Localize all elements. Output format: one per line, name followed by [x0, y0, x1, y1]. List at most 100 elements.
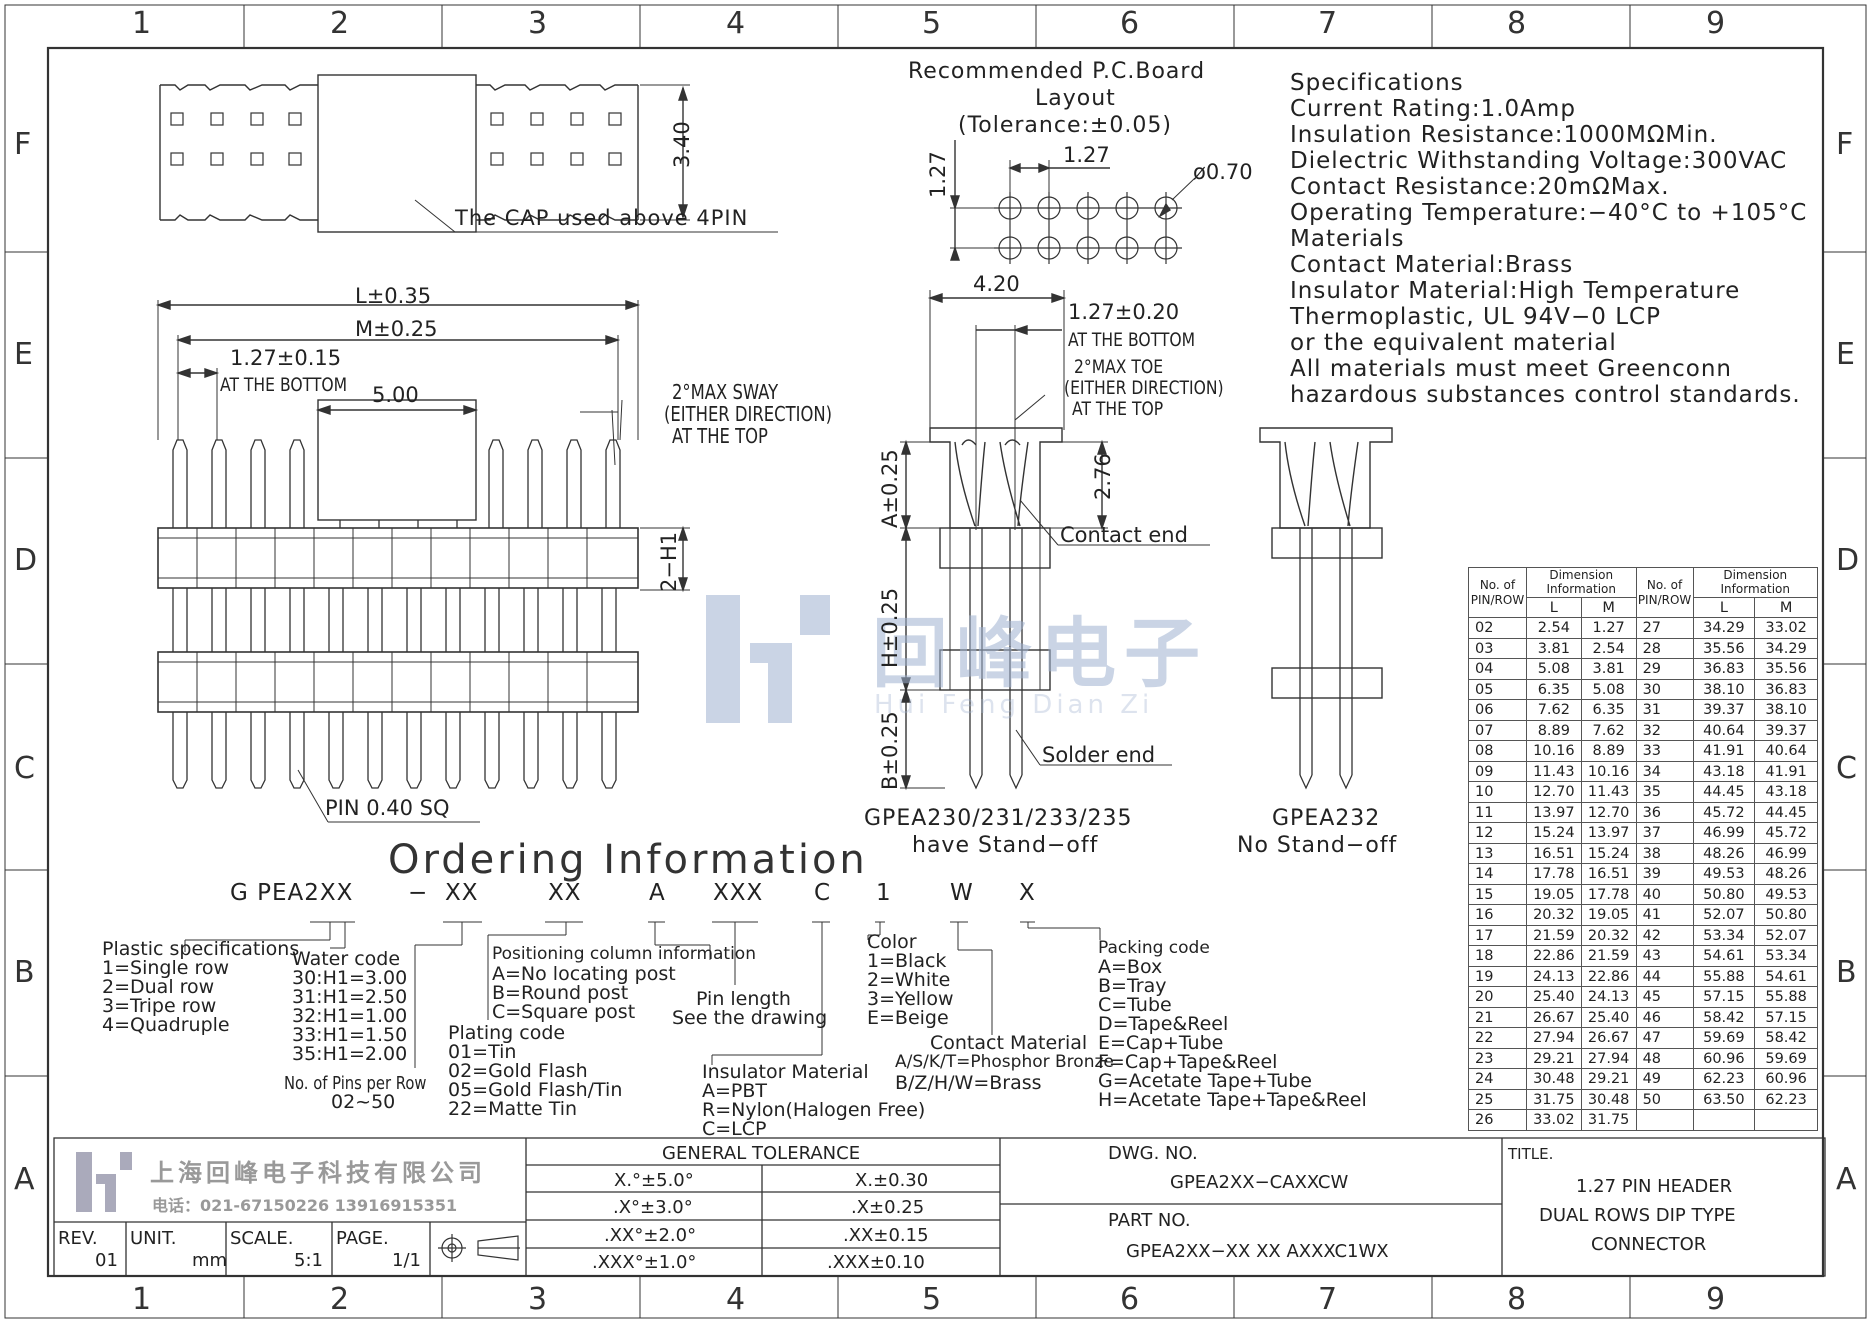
color-1: 1=Black: [867, 950, 947, 972]
table-cell: 48: [1635, 1047, 1694, 1070]
table-cell: 33.02: [1754, 617, 1818, 639]
table-cell: 15.24: [1580, 842, 1637, 865]
table-cell: 2.54: [1580, 637, 1637, 660]
table-cell: 11.43: [1580, 781, 1637, 803]
table-cell: 40.64: [1754, 740, 1818, 762]
table-cell: 22: [1468, 1027, 1527, 1049]
pcb-pitch-vertical: 1.27: [926, 151, 950, 198]
insulator-2: R=Nylon(Halogen Free): [702, 1099, 926, 1121]
plastic-1: 1=Single row: [102, 957, 230, 979]
zone-col-4: 4: [726, 6, 746, 41]
table-cell: 35.56: [1754, 658, 1818, 680]
spec-line-11: All materials must meet Greenconn: [1290, 356, 1732, 382]
table-cell: 24.13: [1525, 965, 1582, 988]
insulator-3: C=LCP: [702, 1118, 767, 1140]
side-toe-3: AT THE TOP: [1072, 398, 1164, 420]
tolerance-title: GENERAL TOLERANCE: [662, 1143, 861, 1164]
table-cell: 11.43: [1525, 760, 1582, 783]
code-part-9: X: [1019, 880, 1036, 906]
spec-line-2: Insulation Resistance:1000MΩMin.: [1290, 122, 1718, 148]
table-cell: 43.18: [1754, 781, 1818, 803]
header-pin-row-2: PIN/ROW: [1637, 592, 1692, 607]
company-name: 上海回峰电子科技有限公司: [150, 1159, 486, 1187]
table-cell: 36: [1635, 801, 1694, 824]
side-toe-2: (EITHER DIRECTION): [1064, 377, 1224, 399]
table-cell: [1692, 1109, 1756, 1131]
zone-col-3-bottom: 3: [528, 1282, 548, 1317]
packing-2: B=Tray: [1098, 975, 1167, 997]
side-solder-end: Solder end: [1042, 743, 1156, 767]
watermark-en: Hui Feng Dian Zi: [874, 690, 1154, 720]
table-cell: 29.21: [1525, 1047, 1582, 1070]
table-cell: 55.88: [1754, 986, 1818, 1008]
table-cell: 2.54: [1525, 617, 1582, 639]
watermark-cn: 回峰电子: [872, 609, 1208, 698]
ordering-title: Ordering Information: [388, 837, 868, 883]
zone-col-5: 5: [922, 6, 942, 41]
code-part-1: −: [408, 880, 429, 906]
table-cell: 43: [1635, 945, 1694, 967]
table-cell: 25.40: [1525, 986, 1582, 1008]
spec-line-3: Dielectric Withstanding Voltage:300VAC: [1290, 148, 1788, 174]
pin-length-1: See the drawing: [672, 1007, 828, 1029]
table-cell: 45: [1635, 986, 1694, 1008]
zone-row-c-right: C: [1836, 751, 1857, 786]
table-cell: 05: [1468, 678, 1527, 701]
table-cell: 58.42: [1692, 1006, 1756, 1029]
zone-col-8: 8: [1507, 6, 1527, 41]
table-cell: 44: [1635, 965, 1694, 988]
table-cell: 45.72: [1692, 801, 1756, 824]
table-cell: 6.35: [1525, 678, 1582, 701]
zone-col-4-bottom: 4: [726, 1282, 746, 1317]
spec-line-4: Contact Resistance:20mΩMax.: [1290, 174, 1670, 200]
pcb-title-3: (Tolerance:±0.05): [958, 113, 1172, 138]
table-cell: 40: [1635, 883, 1694, 906]
table-cell: 55.88: [1692, 965, 1756, 988]
table-cell: 38: [1635, 842, 1694, 865]
side2-caption-1: GPEA232: [1272, 806, 1381, 831]
table-cell: 48.26: [1692, 842, 1756, 865]
cap-label: The CAP used above 4PIN: [455, 206, 749, 230]
title-line-2: DUAL ROWS DIP TYPE: [1539, 1205, 1736, 1226]
table-cell: 13: [1468, 842, 1527, 865]
table-cell: 63.50: [1692, 1088, 1756, 1111]
side-b-dim: B±0.25: [878, 711, 902, 790]
zone-row-c: C: [14, 751, 35, 786]
spec-line-0: Specifications: [1290, 70, 1464, 96]
table-cell: 57.15: [1754, 1006, 1818, 1029]
front-cap-width-dim: 5.00: [372, 383, 419, 407]
table-cell: 25: [1468, 1088, 1527, 1111]
table-cell: 44.45: [1692, 781, 1756, 803]
header-m-2: M: [1754, 596, 1818, 619]
header-dimension-info: Dimension Information: [1525, 567, 1637, 598]
table-cell: 54.61: [1692, 945, 1756, 967]
contact-2: B/Z/H/W=Brass: [895, 1072, 1042, 1094]
table-cell: 41: [1635, 904, 1694, 926]
unit-value: mm: [192, 1250, 228, 1271]
spec-line-6: Materials: [1290, 226, 1405, 252]
packing-6: F=Cap+Tape&Reel: [1098, 1051, 1278, 1073]
table-cell: 07: [1468, 719, 1527, 742]
color-0: Color: [867, 931, 917, 953]
dwg-label: DWG. NO.: [1108, 1143, 1198, 1164]
table-cell: 36.83: [1692, 658, 1756, 680]
water-4: 33:H1=1.50: [292, 1024, 408, 1046]
table-cell: 17.78: [1580, 883, 1637, 906]
packing-1: A=Box: [1098, 956, 1163, 978]
table-cell: 54.61: [1754, 965, 1818, 988]
zone-row-b: B: [14, 955, 35, 990]
table-cell: 15: [1468, 883, 1527, 906]
table-cell: 29.21: [1580, 1068, 1637, 1090]
packing-7: G=Acetate Tape+Tube: [1098, 1070, 1313, 1092]
unit-label: UNIT.: [130, 1228, 177, 1249]
table-cell: 1.27: [1580, 617, 1637, 639]
title-line-1: 1.27 PIN HEADER: [1576, 1176, 1733, 1197]
table-cell: 52.07: [1754, 924, 1818, 947]
table-cell: 31: [1635, 699, 1694, 721]
